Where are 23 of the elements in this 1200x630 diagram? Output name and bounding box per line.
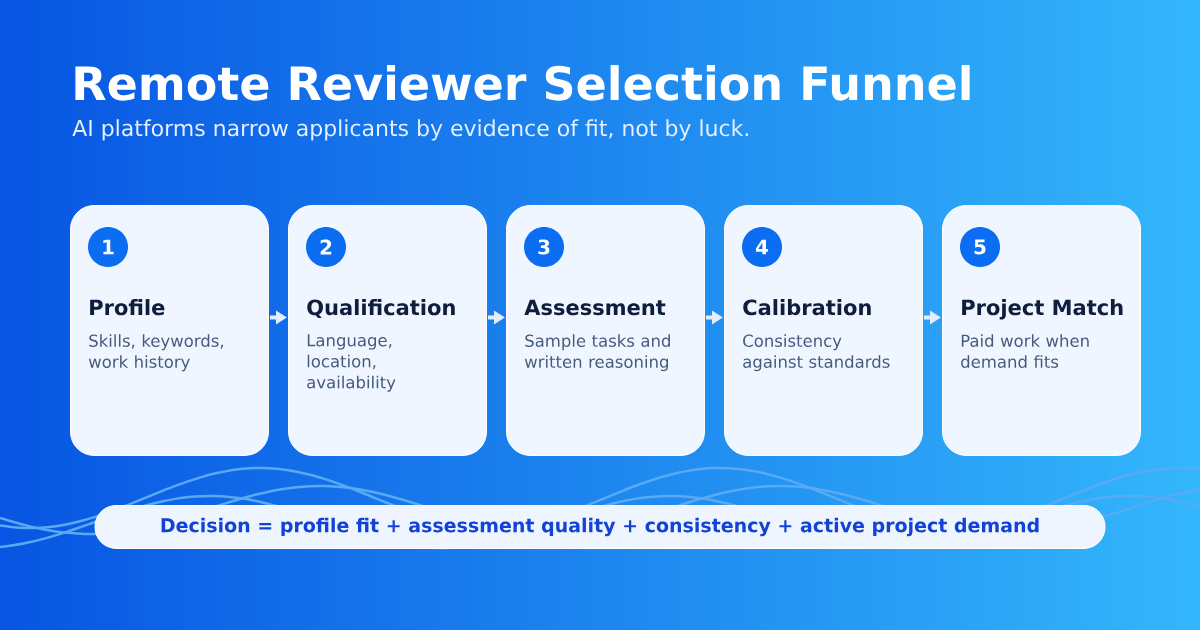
step-card — [288, 205, 487, 456]
step-description: Consistency against standards — [743, 334, 890, 372]
step-card — [942, 205, 1141, 456]
step-card — [70, 205, 269, 456]
number-badge: 5 — [960, 227, 1000, 267]
number-badge: 3 — [524, 227, 564, 267]
step-card — [506, 205, 705, 456]
number-badge: 2 — [306, 227, 346, 267]
formula-banner: Decision = profile fit + assessment quality + consistency + active project demand — [94, 505, 1106, 549]
step-description: Sample tasks and written reasoning — [524, 334, 670, 372]
step-title: Profile — [90, 299, 165, 316]
step-card — [724, 205, 923, 456]
step-description: Language, location, availability — [307, 334, 396, 392]
step-title: Qualification — [307, 299, 455, 319]
number-badge: 1 — [88, 227, 128, 267]
step-title: Assessment — [524, 299, 666, 316]
step-title: Project Match — [962, 299, 1123, 320]
number-badge: 4 — [742, 227, 782, 267]
step-description: Paid work when demand fits — [961, 334, 1089, 368]
step-description: Skills, keywords, work history — [88, 334, 224, 372]
subtitle: AI platforms narrow applicants by evidence of fit, not by luck. — [72, 119, 748, 141]
title: Remote Reviewer Selection Funnel — [75, 65, 970, 101]
step-title: Calibration — [743, 299, 871, 316]
